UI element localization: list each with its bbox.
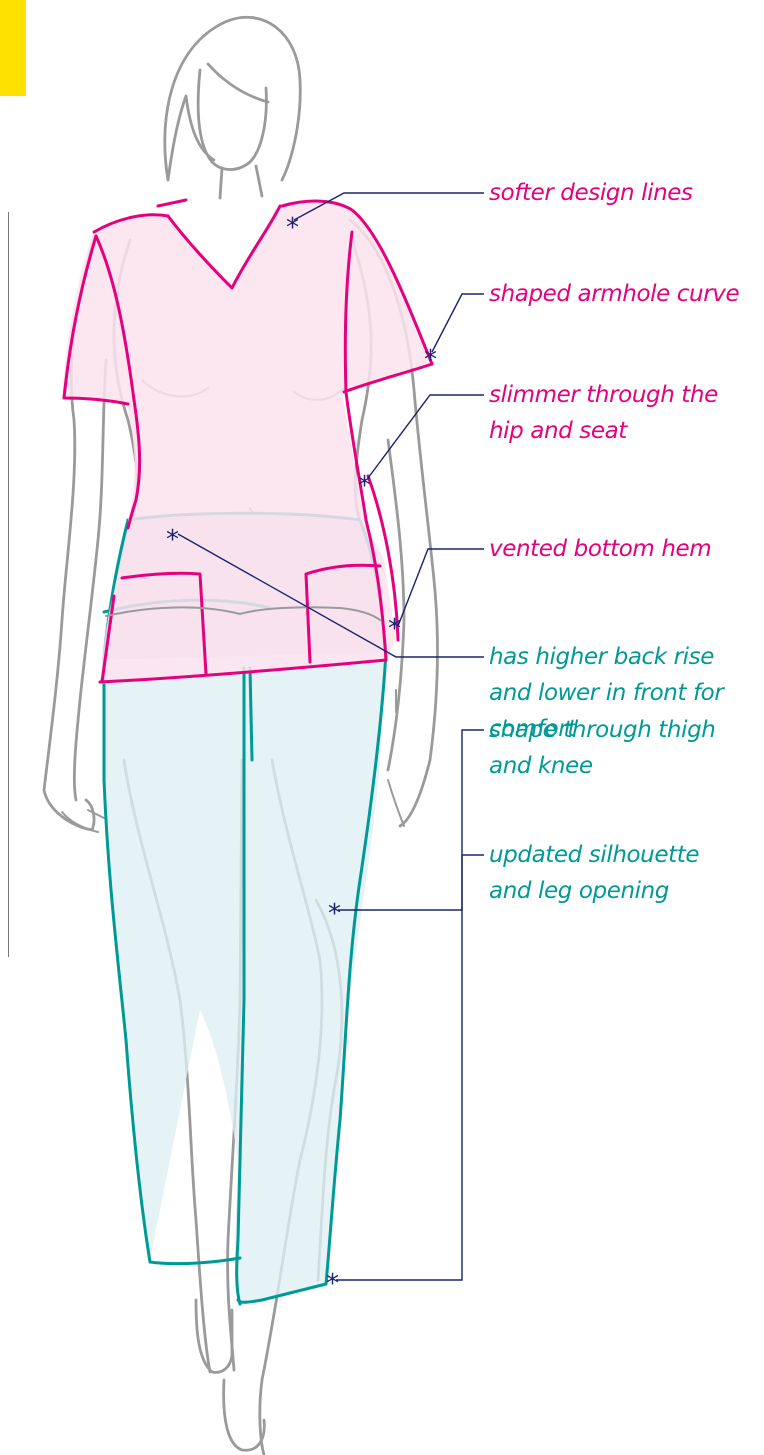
marker-updated-silhouette: * [326,1269,339,1299]
leader-slimmer-through-hip [368,395,484,478]
callout-vented-bottom-hem: vented bottom hem [489,531,711,567]
callout-line: shape through thigh [489,712,715,748]
callout-updated-silhouette: updated silhouette and leg opening [489,837,699,909]
callout-line: shaped armhole curve [489,276,739,312]
marker-shaped-armhole-curve: * [424,345,437,375]
marker-softer-design-lines: * [286,213,299,243]
top-garment [62,200,432,684]
marker-higher-back-rise: * [166,525,179,555]
callout-line: and lower in front for [489,675,723,711]
callout-line: softer design lines [489,175,693,211]
callout-softer-design-lines: softer design lines [489,175,693,211]
leader-shaped-armhole-curve [432,294,484,352]
marker-slimmer-through-hip: * [358,471,371,501]
callout-line: updated silhouette [489,837,699,873]
leader-vented-bottom-hem [398,549,484,626]
callout-line: has higher back rise [489,639,723,675]
marker-vented-bottom-hem: * [388,614,401,644]
callout-shaped-armhole-curve: shaped armhole curve [489,276,739,312]
callout-slimmer-through-hip: slimmer through the hip and seat [489,377,718,449]
callout-thigh-and-knee: shape through thigh and knee [489,712,715,784]
callout-line: hip and seat [489,413,718,449]
marker-thigh-and-knee: * [328,899,341,929]
callout-line: slimmer through the [489,377,718,413]
callout-line: and knee [489,748,715,784]
callout-line: vented bottom hem [489,531,711,567]
callout-line: and leg opening [489,873,699,909]
